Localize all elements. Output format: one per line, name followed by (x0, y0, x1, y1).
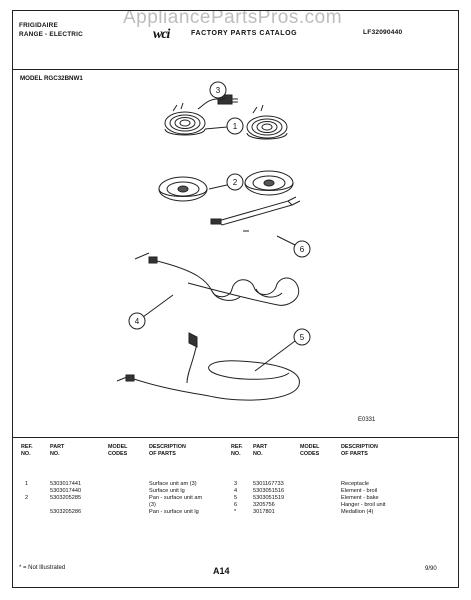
table-cell: 2 (25, 495, 29, 501)
table-cell: 3 (234, 481, 238, 487)
table-cell: 1 (25, 481, 29, 487)
callout-5-label: 5 (300, 333, 305, 342)
table-cell: 3017801 (253, 509, 275, 515)
watermark: AppliancePartsPros.com (123, 10, 343, 28)
callout-6 (293, 240, 311, 258)
right-part-column: 5301167733 5303051516 5303051519 3205756… (253, 481, 284, 516)
table-cell: 5303205285 (50, 495, 82, 501)
callout-2 (226, 173, 244, 191)
drip-pan-small (158, 176, 208, 202)
receptacle-part (197, 94, 238, 110)
callout-2-label: 2 (233, 178, 238, 187)
brand-label: FRIGIDAIRE (19, 22, 58, 29)
left-ref-column: 1 2 (25, 481, 28, 502)
right-ref-column: 3 4 5 6 * (234, 481, 237, 516)
callout-5 (293, 328, 311, 346)
diagram-code: E0331 (358, 417, 376, 423)
table-cell: Surface unit lg (149, 488, 185, 494)
bake-element (116, 332, 300, 401)
callout-4 (128, 312, 146, 330)
right-desc-column: Receptacle Element - broil Element - bak… (341, 481, 385, 516)
table-cell: Medallion (4) (341, 509, 374, 515)
catalog-number: LF32090440 (363, 29, 403, 36)
wci-logo: wci (153, 27, 170, 42)
header-divider (13, 69, 458, 70)
table-divider (13, 437, 458, 438)
surface-unit-large (246, 104, 288, 140)
table-cell: (3) (149, 502, 156, 508)
callout-6-label: 6 (300, 245, 305, 254)
table-cell: 5303017440 (50, 488, 82, 494)
table-cell: Pan - surface unit am (149, 495, 203, 501)
callout-1 (226, 117, 244, 135)
table-cell: 4 (234, 488, 238, 494)
table-cell: Pan - surface unit lg (149, 509, 199, 515)
callout-3-label: 3 (216, 86, 221, 95)
table-cell: * (234, 509, 237, 515)
parts-catalog-page: AppliancePartsPros.com FRIGIDAIRE RANGE … (12, 10, 459, 588)
left-ref-header: REF.NO. (21, 444, 33, 457)
catalog-title: FACTORY PARTS CATALOG (191, 30, 298, 37)
table-cell: Element - broil (341, 488, 378, 494)
category-label: RANGE - ELECTRIC (19, 31, 83, 38)
callout-3 (209, 81, 227, 99)
page-code: A14 (213, 566, 230, 576)
table-cell: 5301167733 (253, 481, 284, 487)
broil-hanger (210, 196, 301, 232)
not-illustrated-note: * = Not Illustrated (19, 565, 66, 571)
table-cell: 5303051519 (253, 495, 285, 501)
right-ref-header: REF.NO. (231, 444, 243, 457)
revision-date: 9/90 (425, 566, 437, 572)
surface-unit-small (164, 102, 206, 136)
left-desc-column: Surface unit am (3) Surface unit lg Pan … (149, 481, 202, 516)
table-cell: Hanger - broil unit (341, 502, 386, 508)
broil-element (134, 252, 300, 306)
table-cell: 3205756 (253, 502, 275, 508)
table-cell: 5 (234, 495, 238, 501)
exploded-diagram: 1 2 3 4 5 6 (116, 81, 311, 401)
table-cell: Element - bake (341, 495, 379, 501)
drip-pan-large (244, 170, 294, 196)
table-cell: 5303051516 (253, 488, 285, 494)
table-cell: 6 (234, 502, 238, 508)
table-cell: 5303017441 (50, 481, 82, 487)
model-label: MODEL RGC32BNW1 (20, 75, 83, 82)
table-cell: Receptacle (341, 481, 369, 487)
left-part-column: 5303017441 5303017440 5303205285 5303205… (50, 481, 81, 516)
table-cell: 5303205286 (50, 509, 82, 515)
table-cell: Surface unit am (3) (149, 481, 197, 487)
callout-1-label: 1 (233, 122, 238, 131)
callout-4-label: 4 (135, 317, 140, 326)
